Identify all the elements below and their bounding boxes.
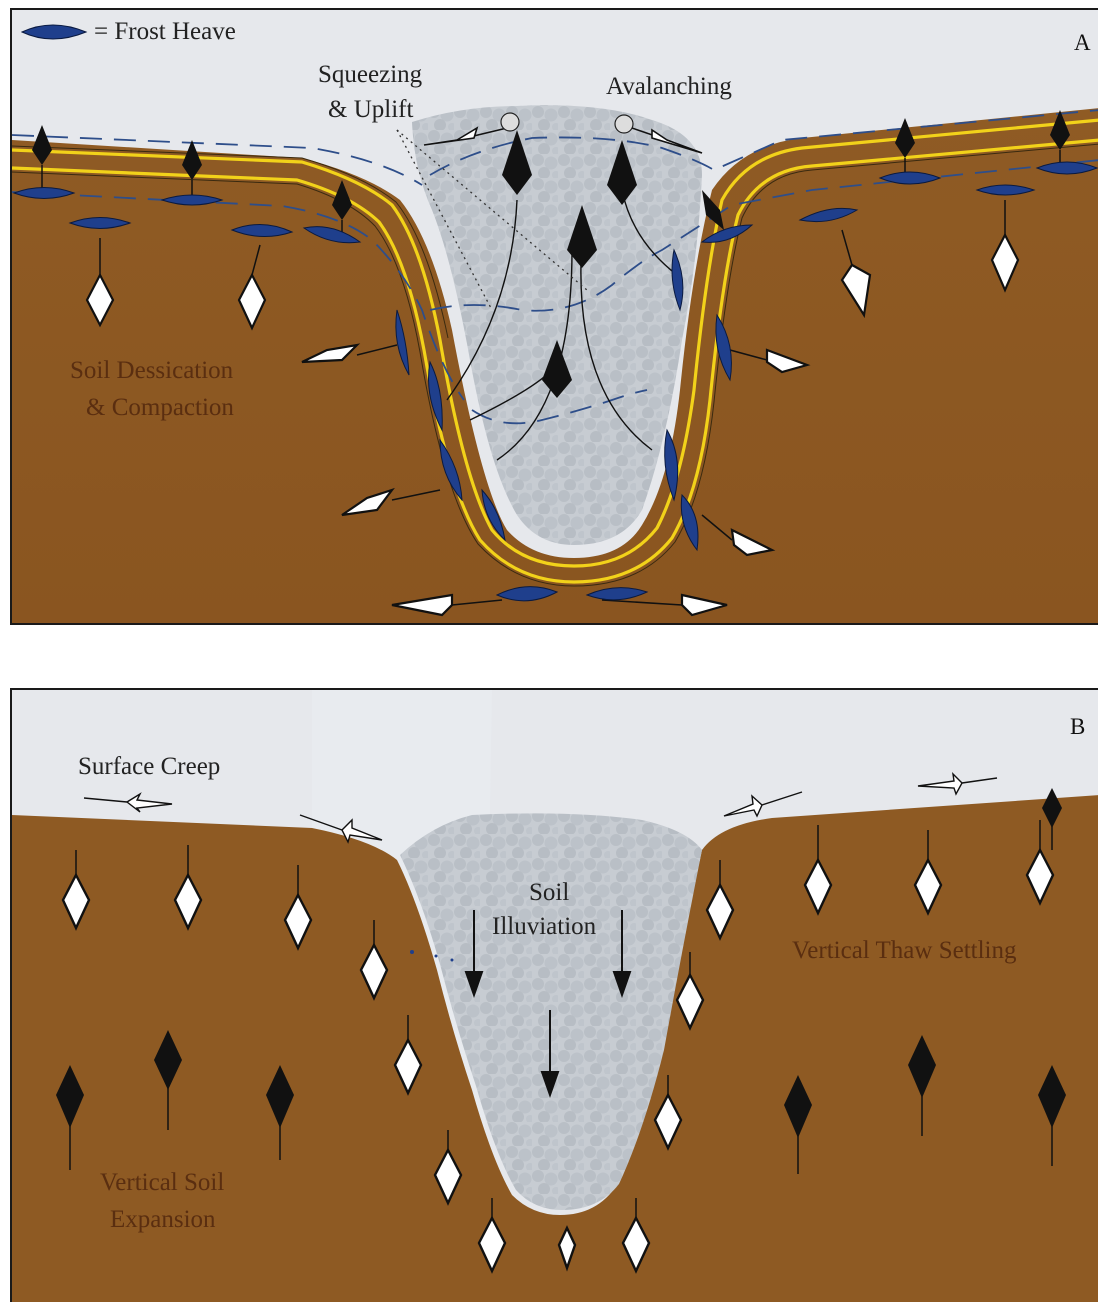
panel-b: B Surface Creep Soil Illuviation Vertica… (10, 688, 1098, 1302)
panel-b-letter: B (1070, 714, 1085, 739)
panel-b-diagram: B Surface Creep Soil Illuviation Vertica… (12, 690, 1098, 1302)
panel-a-diagram: = Frost Heave A Squeezing & Uplift Avala… (12, 10, 1098, 623)
label-avalanching: Avalanching (606, 73, 732, 100)
panel-a-letter: A (1074, 30, 1091, 55)
label-dessication-line1: Soil Dessication (70, 357, 234, 384)
label-dessication-line2: & Compaction (86, 394, 234, 421)
label-thaw-settling: Vertical Thaw Settling (792, 937, 1017, 964)
label-surface-creep: Surface Creep (78, 753, 220, 780)
label-squeezing-line2: & Uplift (328, 96, 413, 123)
label-squeezing-line1: Squeezing (318, 61, 423, 88)
label-expansion-line2: Expansion (110, 1206, 216, 1233)
label-illuviation-line1: Soil (529, 879, 569, 906)
legend-label: = Frost Heave (94, 18, 236, 45)
panel-a: = Frost Heave A Squeezing & Uplift Avala… (10, 8, 1098, 625)
label-expansion-line1: Vertical Soil (100, 1169, 224, 1196)
label-illuviation-line2: Illuviation (492, 913, 597, 940)
